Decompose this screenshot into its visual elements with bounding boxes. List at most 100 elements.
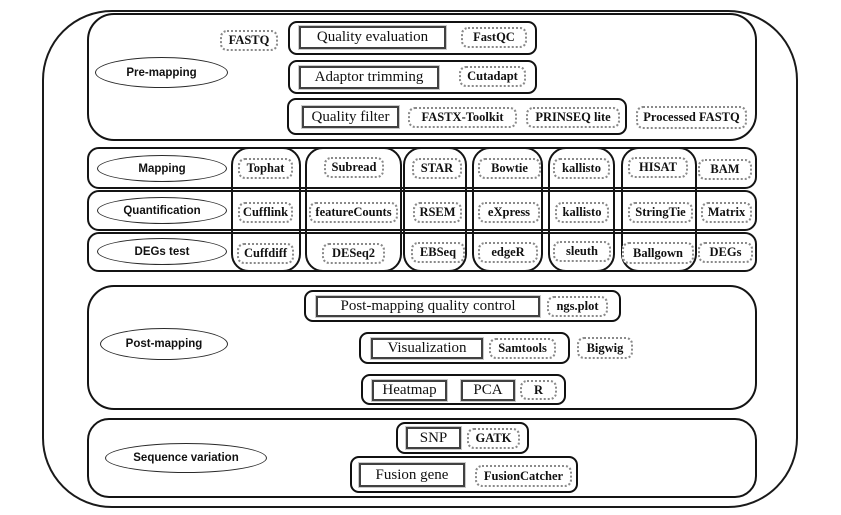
cufflink-tool: Cufflink	[238, 202, 293, 223]
quantification-label: Quantification	[123, 204, 201, 217]
kallisto-mapping-tool: kallisto	[553, 158, 610, 179]
tophat-tool: Tophat	[238, 158, 293, 179]
degs-label: DEGs	[709, 245, 742, 259]
bam-box: BAM	[698, 159, 752, 180]
quality-filter-box: Quality filter	[302, 106, 399, 128]
hisat-label: HISAT	[639, 160, 677, 174]
matrix-label: Matrix	[707, 205, 746, 219]
quality-evaluation-box: Quality evaluation	[299, 26, 446, 49]
processed-fastq-box: Processed FASTQ	[636, 106, 747, 129]
fusioncatcher-tool: FusionCatcher	[475, 465, 572, 487]
kallisto-quant-tool: kallisto	[555, 202, 609, 223]
snp-box: SNP	[406, 427, 461, 449]
edger-tool: edgeR	[478, 242, 538, 263]
express-label: eXpress	[487, 205, 531, 219]
premapping-label: Pre-mapping	[126, 66, 197, 79]
mapping-label-ellipse: Mapping	[97, 155, 227, 182]
express-tool: eXpress	[478, 202, 540, 223]
grid-col-hisat	[621, 147, 697, 272]
matrix-box: Matrix	[701, 202, 752, 223]
grid-col-tophat	[231, 147, 301, 272]
bigwig-box: Bigwig	[577, 337, 633, 359]
premapping-label-ellipse: Pre-mapping	[95, 57, 228, 88]
degs-test-label: DEGs test	[134, 245, 190, 258]
cuffdiff-label: Cuffdiff	[243, 246, 288, 260]
postmapping-qc-label: Post-mapping quality control	[340, 298, 516, 314]
cutadapt-tool: Cutadapt	[459, 66, 526, 87]
adaptor-trimming-box: Adaptor trimming	[299, 66, 439, 89]
quality-filter-label: Quality filter	[311, 108, 390, 125]
featurecounts-tool: featureCounts	[309, 202, 398, 223]
bowtie-tool: Bowtie	[478, 158, 541, 179]
samtools-label: Samtools	[498, 341, 547, 355]
sequence-variation-label: Sequence variation	[133, 452, 239, 464]
samtools-tool: Samtools	[489, 338, 556, 359]
fastq-box: FASTQ	[220, 30, 278, 51]
postmapping-label: Post-mapping	[125, 338, 203, 350]
kallisto-mapping-label: kallisto	[562, 161, 601, 175]
star-tool: STAR	[412, 158, 462, 179]
visualization-box: Visualization	[371, 338, 483, 359]
quality-evaluation-label: Quality evaluation	[316, 29, 429, 45]
tophat-label: Tophat	[246, 161, 285, 175]
mapping-label: Mapping	[138, 162, 186, 175]
r-tool: R	[520, 380, 557, 400]
bigwig-label: Bigwig	[586, 340, 624, 355]
ebseq-label: EBSeq	[419, 245, 457, 259]
ebseq-tool: EBSeq	[411, 242, 465, 263]
stringtie-label: StringTie	[635, 205, 686, 219]
r-label: R	[533, 382, 544, 397]
quantification-label-ellipse: Quantification	[97, 197, 227, 224]
ballgown-tool: Ballgown	[622, 242, 694, 264]
fastq-label: FASTQ	[228, 33, 270, 47]
gatk-label: GATK	[475, 431, 512, 445]
deseq2-tool: DESeq2	[322, 243, 385, 264]
grid-col-star	[403, 147, 467, 272]
featurecounts-label: featureCounts	[315, 205, 392, 219]
fastqc-label: FastQC	[473, 30, 515, 44]
cufflink-label: Cufflink	[242, 205, 289, 219]
fusion-gene-label: Fusion gene	[375, 466, 449, 483]
fastx-toolkit-tool: FASTX-Toolkit	[408, 107, 517, 128]
snp-label: SNP	[419, 429, 448, 446]
grid-col-kallisto	[548, 147, 615, 272]
cutadapt-label: Cutadapt	[467, 69, 518, 83]
fastqc-tool: FastQC	[461, 27, 527, 48]
pca-label: PCA	[473, 382, 503, 398]
fastx-toolkit-label: FASTX-Toolkit	[421, 110, 504, 124]
adaptor-trimming-label: Adaptor trimming	[314, 69, 424, 85]
edger-label: edgeR	[491, 245, 525, 259]
heatmap-label: Heatmap	[382, 382, 437, 398]
gatk-tool: GATK	[467, 428, 520, 449]
rsem-tool: RSEM	[413, 202, 462, 223]
prinseq-lite-tool: PRINSEQ lite	[526, 107, 620, 128]
degs-box: DEGs	[698, 242, 753, 263]
grid-col-bowtie	[472, 147, 543, 272]
degs-test-label-ellipse: DEGs test	[97, 238, 227, 265]
deseq2-label: DESeq2	[331, 246, 376, 260]
heatmap-box: Heatmap	[372, 380, 447, 401]
postmapping-qc-box: Post-mapping quality control	[316, 296, 540, 317]
sleuth-label: sleuth	[566, 244, 598, 258]
hisat-tool: HISAT	[628, 157, 688, 178]
subread-tool: Subread	[324, 157, 384, 178]
bowtie-label: Bowtie	[491, 161, 528, 175]
sequence-variation-label-ellipse: Sequence variation	[105, 443, 267, 473]
ngsplot-label: ngs.plot	[556, 299, 599, 313]
ballgown-label: Ballgown	[632, 245, 683, 260]
prinseq-lite-label: PRINSEQ lite	[535, 110, 611, 124]
subread-label: Subread	[331, 160, 377, 174]
grid-col-subread	[305, 147, 402, 272]
visualization-label: Visualization	[387, 340, 467, 356]
sleuth-tool: sleuth	[553, 241, 611, 262]
rsem-label: RSEM	[419, 205, 456, 219]
kallisto-quant-label: kallisto	[562, 205, 602, 219]
bam-label: BAM	[710, 162, 740, 176]
ngsplot-tool: ngs.plot	[547, 296, 608, 317]
star-label: STAR	[420, 161, 454, 175]
stringtie-tool: StringTie	[628, 202, 693, 223]
fusion-gene-box: Fusion gene	[359, 463, 465, 487]
pca-box: PCA	[461, 380, 515, 401]
processed-fastq-label: Processed FASTQ	[643, 110, 740, 124]
